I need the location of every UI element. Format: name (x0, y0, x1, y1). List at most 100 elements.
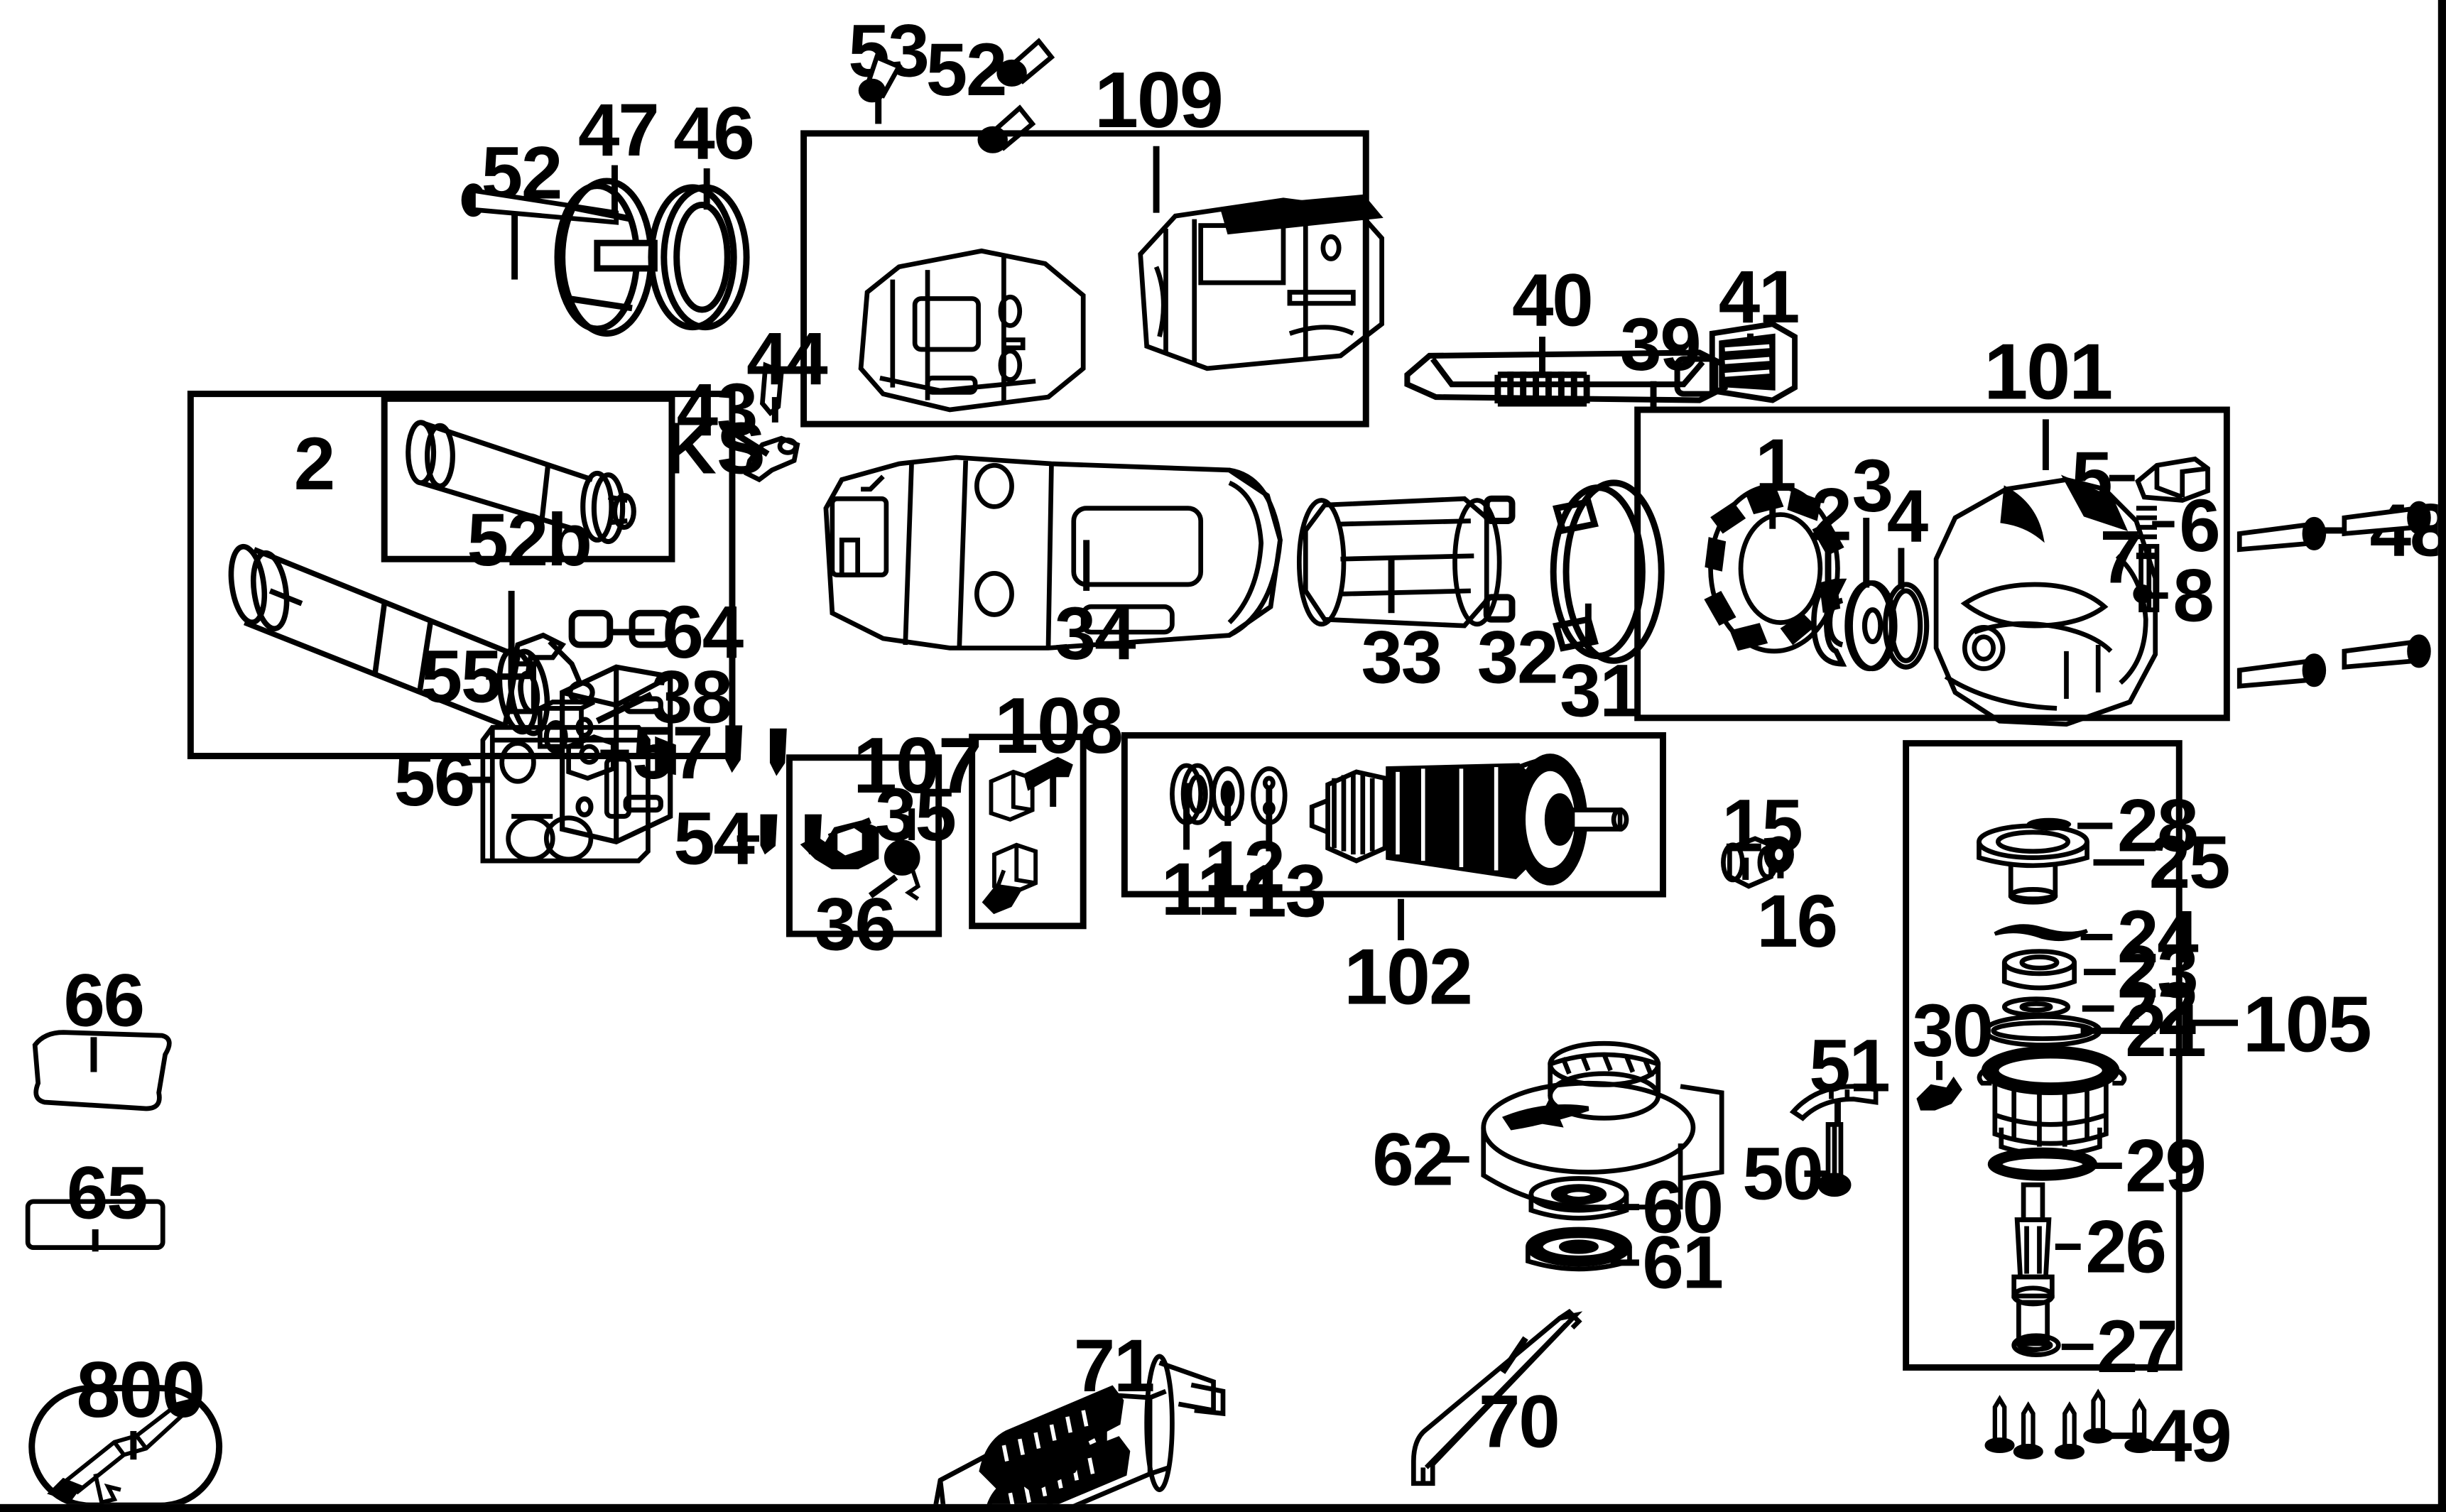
callout-102: 102 (1343, 932, 1473, 1021)
part-62-guard (1481, 1040, 1724, 1209)
callout-46: 46 (673, 90, 755, 175)
callout-52-top: 52 (925, 27, 1008, 112)
part-50-screw (1817, 1121, 1852, 1197)
callout-34: 34 (1054, 590, 1136, 675)
leader-54 (736, 835, 759, 842)
callout-6: 6 (2179, 482, 2220, 567)
part-56-switch-support (480, 700, 651, 864)
part-13-washer (1251, 766, 1288, 825)
part-70-hex-wrench (1410, 1308, 1583, 1486)
callout-60: 60 (1642, 1164, 1724, 1249)
part-46-ring (648, 184, 750, 331)
leader-102 (1397, 898, 1404, 940)
part-16-washer (1763, 836, 1794, 873)
leader-23 (2084, 969, 2116, 976)
callout-2: 2 (1810, 472, 1852, 556)
part-43-latch (744, 435, 800, 483)
leader-24 (2080, 933, 2113, 940)
part-54-screws-upper (725, 725, 787, 776)
callout-65: 65 (66, 1150, 148, 1234)
callout-26: 26 (2085, 1204, 2167, 1288)
part-2-retaining-clip (1811, 578, 1847, 667)
callout-108: 108 (994, 681, 1124, 771)
leader-55 (486, 673, 524, 680)
part-53-screw (858, 53, 903, 103)
callout-47: 47 (578, 87, 660, 172)
part-36-terminal (884, 839, 921, 901)
part-21-o-ring (1983, 1013, 2102, 1048)
callout-109: 109 (1094, 55, 1224, 145)
gear-case-box (1634, 406, 2230, 722)
callout-70: 70 (1479, 1378, 1560, 1463)
leader-31 (1585, 603, 1592, 648)
callout-36: 36 (815, 881, 896, 966)
callout-27: 27 (2096, 1304, 2178, 1388)
grip-42-box (381, 395, 675, 562)
callout-23: 23 (2117, 929, 2199, 1013)
callout-105: 105 (2242, 979, 2372, 1070)
leader-65 (92, 1229, 99, 1252)
callout-11: 11 (1161, 846, 1239, 931)
part-101-gear-case (1933, 474, 2158, 727)
callout-3: 3 (1852, 442, 1893, 528)
leader-109 (1153, 146, 1160, 213)
part-49-screws (1984, 1388, 2155, 1459)
part-3-washer (1844, 580, 1898, 672)
leader-48 (2312, 527, 2364, 534)
part-29-o-ring (1987, 1147, 2098, 1181)
part-109-housing-left (858, 248, 1086, 413)
part-4-o-ring (1882, 582, 1930, 670)
part-102-armature (1309, 754, 1629, 886)
leader-4 (1898, 548, 1905, 589)
part-23-bearing (2001, 949, 2077, 991)
leader-51 (1834, 1099, 1841, 1125)
brush-set-box (969, 734, 1087, 930)
callout-24: 24 (2117, 894, 2199, 979)
part-800-lubricant (47, 1398, 194, 1504)
part-31-baffle (1550, 479, 1665, 664)
callout-49: 49 (2151, 1393, 2232, 1477)
leader-6 (2152, 521, 2175, 528)
callout-25: 25 (2148, 819, 2231, 904)
leader-107 (908, 808, 915, 841)
leader-2 (1825, 546, 1832, 588)
leader-5 (2109, 474, 2135, 482)
callout-4: 4 (1886, 473, 1928, 558)
part-108-brushes (982, 756, 1073, 915)
callout-35: 35 (875, 771, 957, 856)
leader-53 (875, 89, 882, 124)
armature-box (1121, 731, 1666, 898)
part-25-flange (1977, 823, 2089, 905)
leader-27 (2061, 1343, 2094, 1350)
callout-64: 64 (662, 589, 744, 674)
part-64-pads (568, 609, 674, 648)
part-109-housing-right (1138, 194, 1384, 371)
leader-101 (2042, 419, 2049, 470)
leader-800 (130, 1430, 137, 1460)
leader-56 (460, 776, 493, 783)
leader-15 (1742, 857, 1749, 880)
part-34-motor-housing (823, 455, 1283, 651)
part-61-outer-flange (1526, 1227, 1632, 1272)
leader-49 (2096, 1432, 2145, 1440)
leader-8 (2147, 592, 2168, 599)
brush-holder-box (786, 754, 942, 937)
part-60-inner-flange (1528, 1176, 1629, 1221)
part-27-o-ring (2011, 1333, 2061, 1357)
callout-107: 107 (852, 721, 982, 810)
part-35-brush-holder (800, 820, 879, 869)
part-105-housing (1977, 1045, 2127, 1158)
part-8-ball (2133, 584, 2153, 604)
part-30-clip (1916, 1076, 1962, 1111)
ks-assembly-box (187, 391, 736, 759)
leader-52a (511, 212, 518, 280)
leader-13 (1266, 788, 1273, 852)
callout-21: 21 (2125, 988, 2207, 1072)
part-6-spring (2136, 506, 2157, 540)
callout-32: 32 (1477, 614, 1559, 699)
leader-39 (1650, 381, 1657, 410)
callout-42: 2 (293, 420, 335, 506)
leader-108 (1050, 768, 1057, 807)
callout-39-num: 39 (1620, 301, 1702, 386)
callout-13: 13 (1245, 848, 1327, 932)
